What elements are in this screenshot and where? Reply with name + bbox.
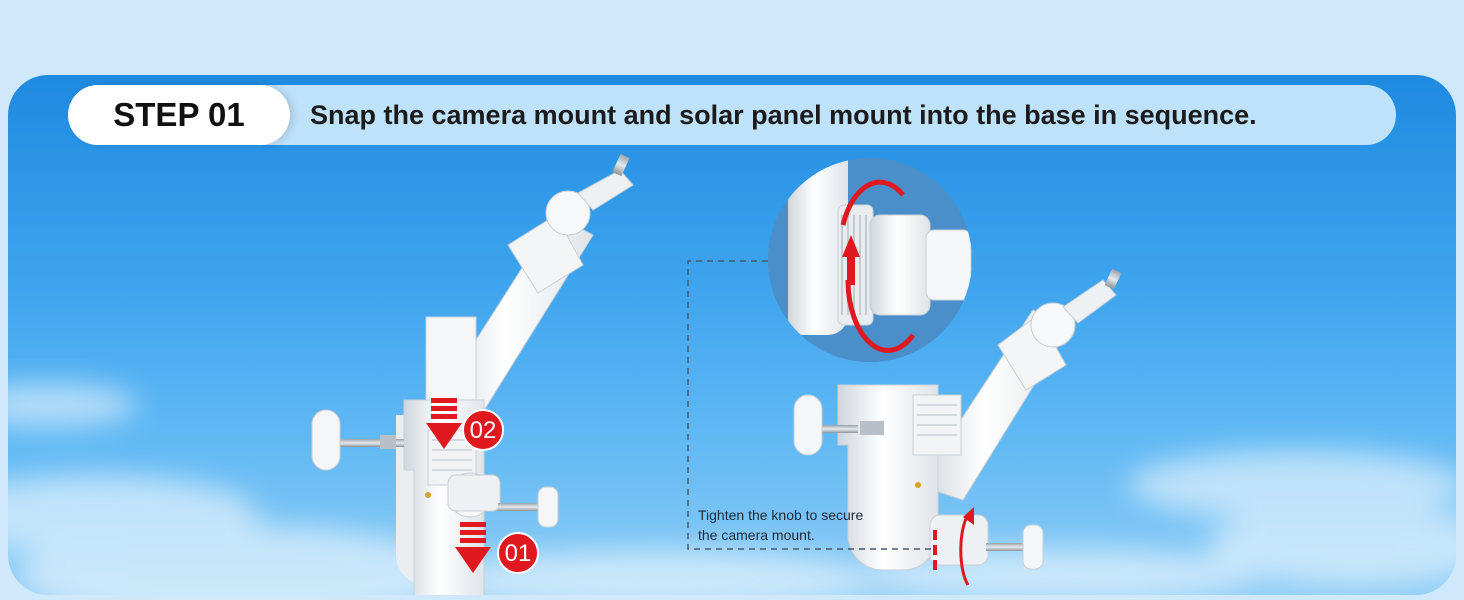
arrow-down-icon xyxy=(455,522,491,573)
left-mount: 02 01 xyxy=(311,153,634,595)
step-label: STEP 01 xyxy=(68,85,290,145)
right-mount xyxy=(793,268,1122,586)
callout-line xyxy=(687,260,933,550)
sky-panel: STEP 01 Snap the camera mount and solar … xyxy=(8,75,1456,595)
svg-text:02: 02 xyxy=(470,417,497,444)
arrow-down-icon xyxy=(426,398,462,449)
rotate-arrow-icon xyxy=(959,514,970,586)
note-line-2: the camera mount. xyxy=(698,527,815,543)
step-badge-01: 01 xyxy=(497,532,539,574)
svg-text:01: 01 xyxy=(505,540,532,567)
note-line-1: Tighten the knob to secure xyxy=(698,507,864,523)
step-badge-02: 02 xyxy=(462,409,504,451)
mount-illustration: 02 01 xyxy=(311,153,1122,595)
rotate-arrow-icon xyxy=(840,179,905,226)
tighten-knob-note: Tighten the knob to secure the camera mo… xyxy=(698,505,918,545)
cloud-background xyxy=(8,383,1456,595)
zoom-detail xyxy=(768,158,972,362)
step-banner: STEP 01 Snap the camera mount and solar … xyxy=(68,85,1396,145)
instruction-text: Snap the camera mount and solar panel mo… xyxy=(310,99,1257,130)
